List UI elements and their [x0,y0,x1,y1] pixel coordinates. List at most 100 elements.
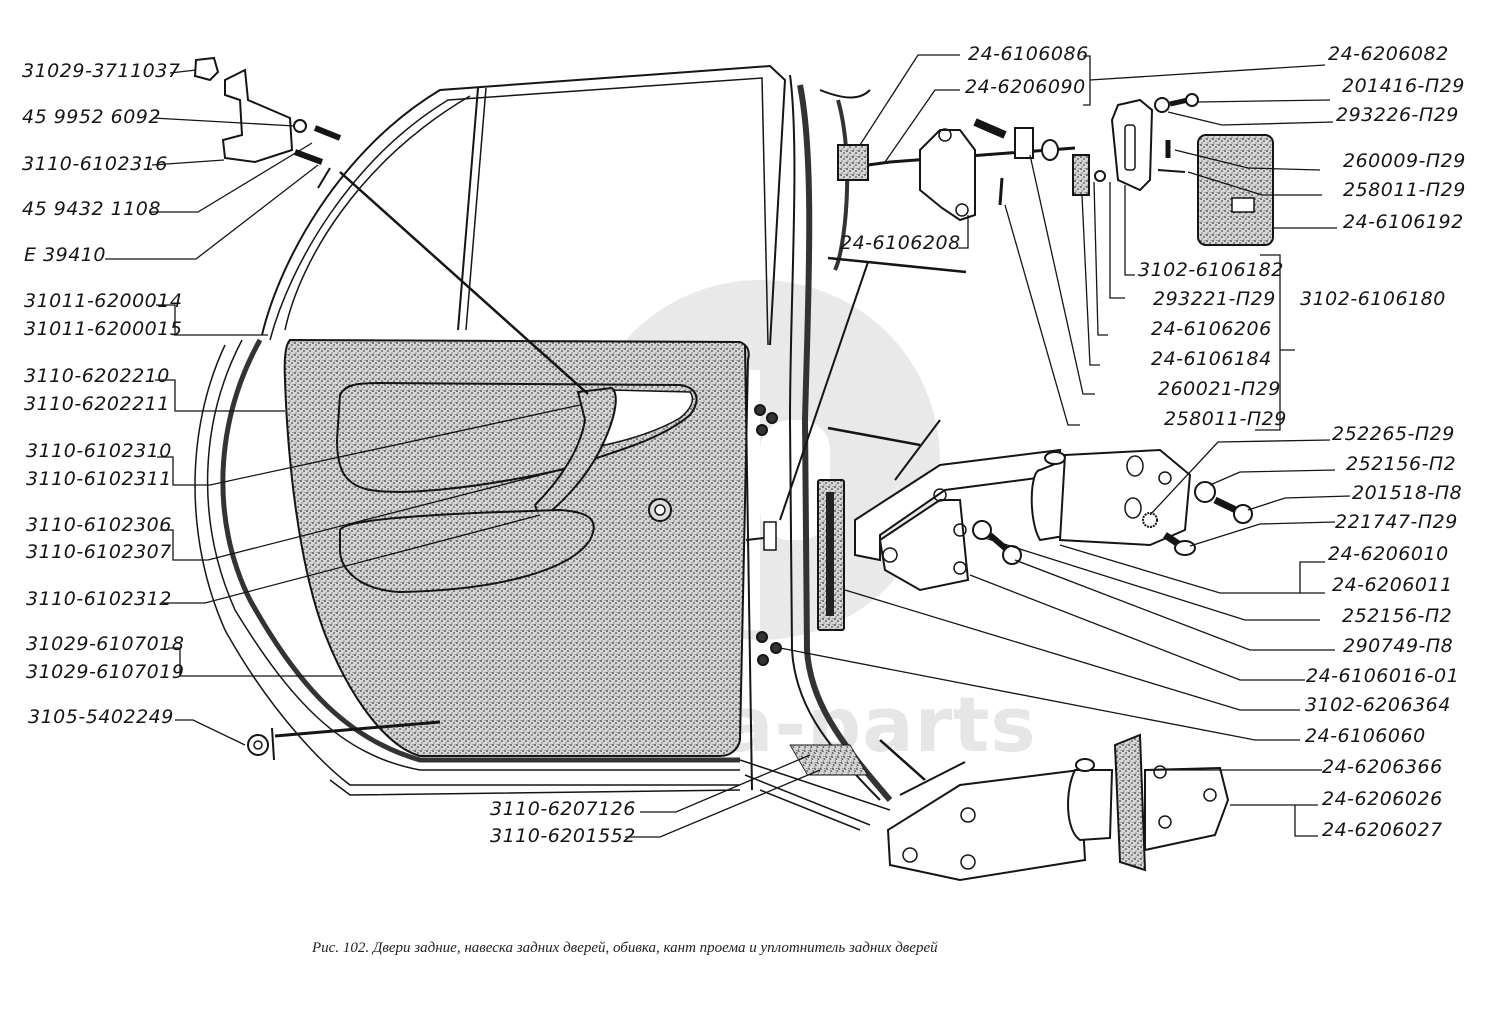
part-label[interactable]: 3110-6201552 [490,825,636,847]
door-sill [739,759,891,831]
part-label[interactable]: 24-6106184 [1151,348,1272,370]
figure-caption: Рис. 102. Двери задние, навеска задних д… [312,940,938,956]
check-washer [1094,170,1106,182]
check-roller [1041,139,1059,161]
part-label[interactable]: 24-6206090 [965,76,1086,98]
part-label[interactable]: 3110-6102312 [26,588,172,610]
pillar-bolts-lower [756,631,782,666]
lower-hinge-body-plate [1144,766,1230,852]
striker-cotter [1157,169,1186,173]
part-label[interactable]: 258011-П29 [1164,408,1287,430]
door-frame-outer [261,64,787,346]
part-label[interactable]: 201518-П8 [1352,482,1463,504]
bracket-3110-6102316 [221,68,294,164]
part-label[interactable]: 24-6206082 [1328,43,1449,65]
lock-cover [1197,134,1274,246]
part-label[interactable]: 3110-6202210 [24,365,170,387]
part-label[interactable]: 3102-6106182 [1138,259,1284,281]
lock-striker [1110,98,1154,192]
door-opening-pillar-right [788,74,881,801]
door-check-bracket [763,521,777,551]
door-handle-opening [599,389,694,447]
section-line-2 [274,720,441,738]
part-label[interactable]: 24-6106192 [1343,211,1464,233]
check-pad [1072,154,1090,196]
door-seal-left-inner [206,339,740,771]
part-label[interactable]: 24-6106206 [1151,318,1272,340]
section-line-5 [879,739,926,781]
part-label[interactable]: 3110-6202211 [24,393,170,415]
cotter-pin [998,177,1004,206]
part-label[interactable]: 3105-5402249 [28,706,174,728]
hinge-washer-2 [1194,481,1216,503]
part-label[interactable]: 252156-П2 [1346,453,1457,475]
check-pin [973,118,1007,139]
bracket-screw-2 [293,149,324,165]
part-label[interactable]: 290749-П8 [1343,635,1454,657]
part-label[interactable]: 3110-6102316 [22,153,168,175]
part-label[interactable]: 3102-6206364 [1305,694,1451,716]
part-label[interactable]: 3110-6102307 [26,541,172,563]
section-line-3 [827,256,967,274]
part-label[interactable]: 260021-П29 [1158,378,1281,400]
part-label[interactable]: 252265-П29 [1332,423,1455,445]
part-label[interactable]: 24-6106086 [968,43,1089,65]
part-label[interactable]: 24-6206011 [1332,574,1453,596]
part-label[interactable]: 201416-П29 [1342,75,1465,97]
door-window-inner [284,95,471,331]
part-label[interactable]: 252156-П2 [1342,605,1453,627]
part-label[interactable]: 258011-П29 [1343,179,1466,201]
upper-hinge-body-plate [1058,448,1192,547]
part-label[interactable]: 3110-6102306 [26,514,172,536]
part-label[interactable]: 3102-6106180 [1300,288,1446,310]
part-label[interactable]: 293226-П29 [1336,104,1459,126]
part-label[interactable]: 31029-6107019 [26,661,185,683]
part-label[interactable]: 260009-П29 [1343,150,1466,172]
hinge-washer [972,520,992,540]
part-label[interactable]: 24-6206026 [1322,788,1443,810]
trim-clip [247,734,269,756]
sill-plate [789,744,869,776]
part-label[interactable]: 31011-6200014 [24,290,183,312]
leader-lines [105,54,1351,838]
part-label[interactable]: 24-6206366 [1322,756,1443,778]
part-label[interactable]: 24-6206010 [1328,543,1449,565]
watermark-letter-bowl [760,420,830,540]
pillar-bolts-upper [754,404,778,436]
part-label[interactable]: 3110-6207126 [490,798,636,820]
part-label[interactable]: 31029-3711037 [22,60,181,82]
door-pull-handle [533,386,617,522]
part-label[interactable]: 221747-П29 [1335,511,1458,533]
check-strap-rod [867,146,1076,167]
part-label[interactable]: 24-6206027 [1322,819,1443,841]
door-opening-seal [797,84,893,802]
door-window-divider-2 [465,87,487,331]
part-label[interactable]: 31029-6107018 [26,633,185,655]
door-edge-line [194,344,740,786]
part-label[interactable]: 293221-П29 [1153,288,1276,310]
section-line-4 [827,426,921,447]
door-window-divider [457,87,479,331]
part-label[interactable]: 3110-6102311 [26,468,172,490]
part-label[interactable]: 3110-6102310 [26,440,172,462]
part-label[interactable]: E 39410 [24,244,106,266]
part-label[interactable]: 31011-6200015 [24,318,183,340]
door-opening-edge [819,89,871,99]
check-pin-leader [779,261,869,521]
upper-hinge-door-leaf [854,448,1061,562]
part-label[interactable]: 24-6106060 [1305,725,1426,747]
striker-washer [1154,97,1170,113]
bracket-screw-1 [313,125,342,141]
lower-hinge-knuckle [1067,769,1114,842]
part-label[interactable]: 45 9952 6092 [22,106,161,128]
part-label[interactable]: 45 9432 1108 [22,198,161,220]
lower-hinge-door-leaf [886,768,1087,882]
lock-washer [1142,512,1158,528]
check-strap-pad [837,144,869,181]
check-block [1014,127,1034,159]
part-label[interactable]: 24-6106016-01 [1306,665,1460,687]
striker-bolt [1169,97,1189,107]
part-label[interactable]: 24-6106208 [840,232,961,254]
